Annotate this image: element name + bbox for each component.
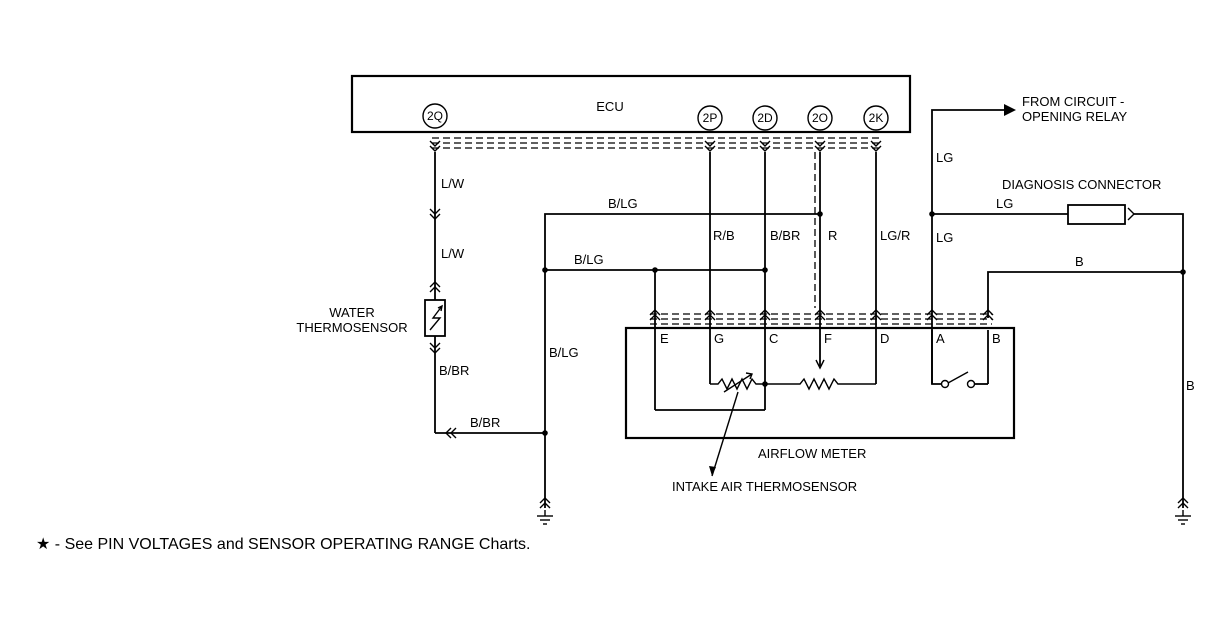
label-lg-mid: LG bbox=[936, 230, 953, 245]
label-lg-top: LG bbox=[936, 150, 953, 165]
label-b-lg-top: B/LG bbox=[608, 196, 638, 211]
svg-text:2P: 2P bbox=[703, 111, 718, 125]
label-b-lg-vert: B/LG bbox=[549, 345, 579, 360]
wire-lg bbox=[931, 109, 1068, 384]
wire-r bbox=[814, 152, 821, 366]
pin-e: E bbox=[660, 331, 669, 346]
ecu-pin-2o: 2O bbox=[807, 105, 833, 131]
pin-f: F bbox=[824, 331, 832, 346]
label-lg-horiz: LG bbox=[996, 196, 1013, 211]
label-intake-air: INTAKE AIR THERMOSENSOR bbox=[672, 479, 857, 494]
airflow-meter-box bbox=[624, 326, 1016, 440]
arrow-icon bbox=[1004, 104, 1016, 116]
intake-pointer bbox=[709, 391, 739, 477]
footnote: ★ - See PIN VOLTAGES and SENSOR OPERATIN… bbox=[36, 536, 531, 553]
ecu-pin-2d: 2D bbox=[752, 105, 778, 131]
pin-a: A bbox=[936, 331, 945, 346]
label-lw-lower: L/W bbox=[441, 246, 465, 261]
label-from-circuit-2: OPENING RELAY bbox=[1022, 109, 1128, 124]
label-r: R bbox=[828, 228, 837, 243]
wire-b bbox=[987, 271, 1183, 384]
wire-e bbox=[654, 270, 765, 411]
svg-text:2O: 2O bbox=[812, 111, 828, 125]
label-lw-upper: L/W bbox=[441, 176, 465, 191]
pin-g: G bbox=[714, 331, 724, 346]
ecu-label: ECU bbox=[596, 99, 623, 114]
pin-c: C bbox=[769, 331, 778, 346]
label-b-lg-mid: B/LG bbox=[574, 252, 604, 267]
label-b-br-lower: B/BR bbox=[439, 363, 469, 378]
water-thermosensor bbox=[424, 299, 446, 337]
ecu-pin-2k: 2K bbox=[863, 105, 889, 131]
diagnosis-connector bbox=[1067, 204, 1184, 508]
airflow-switch bbox=[931, 330, 988, 389]
ecu-box bbox=[350, 74, 912, 134]
ecu-connector-outline bbox=[432, 137, 882, 149]
pin-d: D bbox=[880, 331, 889, 346]
ecu-pin-2p: 2P bbox=[697, 105, 723, 131]
label-water: WATER bbox=[329, 305, 375, 320]
label-b-vert: B bbox=[1186, 378, 1195, 393]
label-airflow-meter: AIRFLOW METER bbox=[758, 446, 866, 461]
label-from-circuit-1: FROM CIRCUIT - bbox=[1022, 94, 1124, 109]
intake-air-thermistor bbox=[710, 372, 765, 393]
ecu-pin-2q: 2Q bbox=[422, 103, 448, 129]
label-thermosensor: THERMOSENSOR bbox=[296, 320, 407, 335]
label-b-horiz: B bbox=[1075, 254, 1084, 269]
svg-text:2D: 2D bbox=[757, 111, 773, 125]
label-lg-r: LG/R bbox=[880, 228, 910, 243]
svg-text:2Q: 2Q bbox=[427, 109, 443, 123]
airflow-connector-outline bbox=[650, 313, 992, 325]
pin-b: B bbox=[992, 331, 1001, 346]
label-r-b: R/B bbox=[713, 228, 735, 243]
label-diagnosis-connector: DIAGNOSIS CONNECTOR bbox=[1002, 177, 1161, 192]
svg-text:2K: 2K bbox=[869, 111, 884, 125]
potentiometer bbox=[765, 377, 876, 391]
label-b-br-vert: B/BR bbox=[770, 228, 800, 243]
label-b-br-right: B/BR bbox=[470, 415, 500, 430]
